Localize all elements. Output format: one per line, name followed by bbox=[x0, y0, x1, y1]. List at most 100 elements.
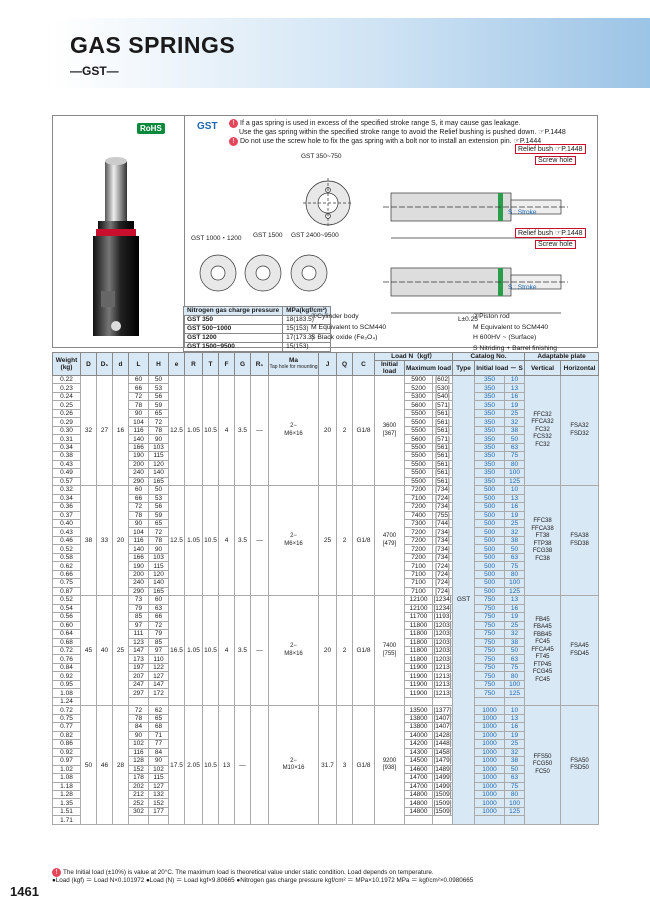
catalog-number-cell: 500 bbox=[474, 535, 506, 546]
weight-cell: 1.28 bbox=[52, 789, 81, 800]
max-load-n-cell: 5500 bbox=[404, 451, 433, 461]
max-load-kgf-cell: [1213] bbox=[431, 671, 454, 681]
catalog-number-cell: 350 bbox=[474, 374, 506, 385]
catalog-number-cell: 1000 bbox=[474, 739, 506, 749]
weight-cell: 0.58 bbox=[52, 552, 81, 563]
weight-cell: 0.34 bbox=[52, 442, 81, 453]
footnote-1: !The Initial load (±10%) is value at 20°… bbox=[52, 868, 434, 878]
length-H-cell: 84 bbox=[148, 747, 169, 758]
catalog-stroke-cell: 16 bbox=[504, 722, 526, 732]
catalog-stroke-cell: 38 bbox=[504, 535, 526, 546]
max-load-kgf-cell: [734] bbox=[431, 544, 454, 554]
header-load: Load N（kgf） bbox=[373, 352, 454, 361]
max-load-n-cell: 13800 bbox=[404, 722, 433, 732]
max-load-kgf-cell: [734] bbox=[431, 527, 454, 537]
length-H-cell: 65 bbox=[148, 408, 169, 419]
length-L-cell: 102 bbox=[128, 739, 149, 749]
length-L-cell: 290 bbox=[128, 476, 149, 487]
length-H-cell: 110 bbox=[148, 654, 169, 664]
dim-r-cell: 1.05 bbox=[184, 595, 203, 707]
catalog-stroke-cell: 13 bbox=[504, 493, 526, 504]
weight-cell: 1.51 bbox=[52, 806, 81, 817]
length-H-cell: 120 bbox=[148, 459, 169, 470]
length-H-cell: 127 bbox=[148, 781, 169, 791]
catalog-stroke-cell: 63 bbox=[504, 654, 526, 664]
max-load-kgf-cell: [1458] bbox=[431, 747, 454, 758]
header-D1: D₁ bbox=[96, 352, 113, 376]
catalog-stroke-cell: 100 bbox=[504, 679, 526, 690]
catalog-number-cell: 500 bbox=[474, 552, 506, 563]
length-L-cell: 72 bbox=[128, 391, 149, 402]
nitrogen-type: GST 1500~9500 bbox=[182, 342, 284, 352]
weight-cell: 0.62 bbox=[52, 561, 81, 571]
weight-cell: 1.24 bbox=[52, 696, 81, 707]
catalog-stroke-cell: 80 bbox=[504, 789, 526, 800]
catalog-stroke-cell: 63 bbox=[504, 552, 526, 563]
dim-r1-cell: — bbox=[250, 374, 269, 487]
weight-cell: 0.92 bbox=[52, 671, 81, 681]
length-H-cell: 72 bbox=[148, 417, 169, 427]
weight-cell: 0.77 bbox=[52, 722, 81, 732]
catalog-number-cell: 1000 bbox=[474, 747, 506, 758]
catalog-number-cell: 350 bbox=[474, 442, 506, 453]
length-H-cell: 65 bbox=[148, 518, 169, 529]
length-H-cell: 90 bbox=[148, 756, 169, 766]
product-overview-panel: RoHS GST !If a gas spring is used in exc… bbox=[52, 115, 598, 352]
weight-cell: 0.95 bbox=[52, 679, 81, 690]
weight-cell: 0.37 bbox=[52, 510, 81, 520]
catalog-number-cell: 500 bbox=[474, 518, 506, 529]
length-L-cell: 111 bbox=[128, 629, 149, 639]
material-legend-right: ②Piston rod M Equivalent to SCM440 H 600… bbox=[473, 312, 557, 354]
page-subtitle: —GST— bbox=[70, 64, 119, 78]
max-load-n-cell: 7200 bbox=[404, 485, 433, 495]
length-L-cell: 79 bbox=[128, 603, 149, 614]
dim-d-cell: 28 bbox=[112, 705, 129, 825]
nitrogen-type: GST 500~1000 bbox=[182, 324, 284, 334]
header-initial: Initial load bbox=[374, 360, 405, 376]
max-load-n-cell: 5300 bbox=[404, 391, 433, 402]
weight-cell: 1.71 bbox=[52, 815, 81, 825]
length-L-cell: 190 bbox=[128, 451, 149, 461]
catalog-stroke-cell: 25 bbox=[504, 620, 526, 631]
nitrogen-head-1: Nitrogen gas charge pressure bbox=[182, 306, 284, 316]
header-T: T bbox=[202, 352, 219, 376]
warning-1b: Use the gas spring within the specified … bbox=[239, 129, 566, 136]
catalog-stroke-cell: 50 bbox=[504, 544, 526, 554]
view-label-350: GST 350~750 bbox=[301, 153, 342, 160]
header-G: G bbox=[234, 352, 251, 376]
stroke-label-1: S : Stroke bbox=[508, 209, 537, 216]
length-L-cell: 128 bbox=[128, 756, 149, 766]
length-L-cell: 97 bbox=[128, 620, 149, 631]
length-L-cell: 252 bbox=[128, 798, 149, 808]
length-L-cell: 90 bbox=[128, 518, 149, 529]
catalog-stroke-cell: 75 bbox=[504, 662, 526, 673]
series-label: GST bbox=[197, 121, 218, 132]
length-H-cell: 115 bbox=[148, 451, 169, 461]
catalog-stroke-cell: 125 bbox=[504, 586, 526, 597]
length-L-cell bbox=[128, 815, 149, 825]
catalog-stroke-cell: 50 bbox=[504, 645, 526, 656]
catalog-number-cell: 750 bbox=[474, 679, 506, 690]
length-L-cell: 123 bbox=[128, 637, 149, 648]
max-load-kgf-cell: [1509] bbox=[431, 806, 454, 817]
length-L-cell: 140 bbox=[128, 434, 149, 444]
dim-e-cell: 12.5 bbox=[168, 374, 185, 487]
screw-hole-tag-1: Screw hole bbox=[535, 156, 576, 165]
length-H-cell: 115 bbox=[148, 773, 169, 783]
dim-c-cell: G1/8 bbox=[352, 705, 375, 825]
max-load-kgf-cell: [1213] bbox=[431, 688, 454, 698]
stroke-label-2: S : Stroke bbox=[508, 284, 537, 291]
length-L-cell: 197 bbox=[128, 662, 149, 673]
catalog-number-cell: 750 bbox=[474, 620, 506, 631]
catalog-stroke-cell: 80 bbox=[504, 671, 526, 681]
dim-f-cell: 4 bbox=[218, 374, 235, 487]
